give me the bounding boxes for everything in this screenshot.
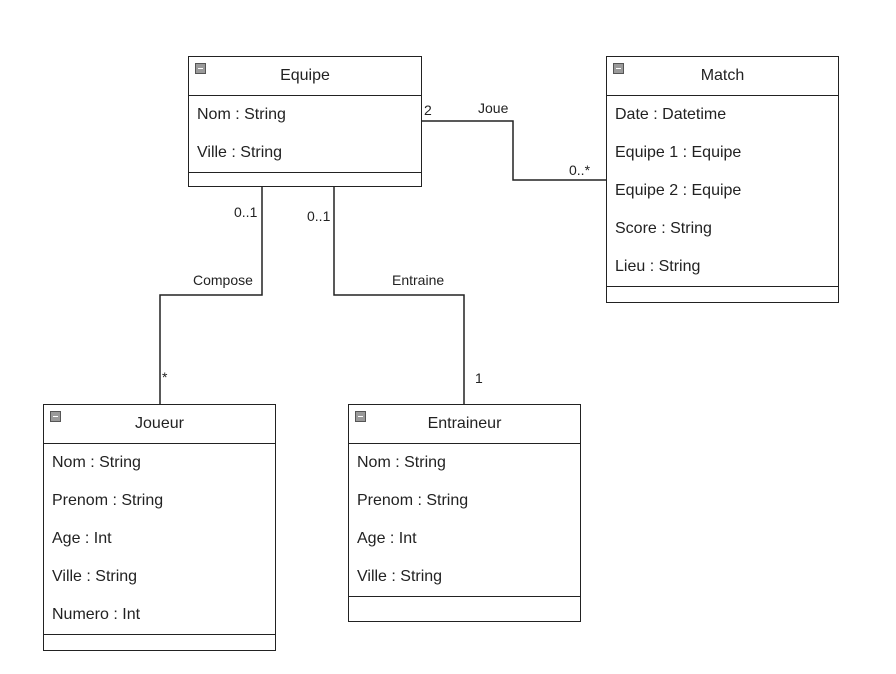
class-match[interactable]: Match Date : Datetime Equipe 1 : Equipe … <box>606 56 839 303</box>
association-joue-label: Joue <box>478 100 509 116</box>
association-entraine-label: Entraine <box>392 272 445 288</box>
class-entraineur-operations <box>349 597 580 609</box>
attribute: Ville : String <box>197 144 283 161</box>
class-match-attributes: Date : Datetime Equipe 1 : Equipe Equipe… <box>607 96 838 287</box>
attribute: Nom : String <box>197 106 286 123</box>
collapse-icon[interactable] <box>613 63 624 74</box>
association-compose-mult-source: 0..1 <box>234 204 258 220</box>
attribute: Equipe 2 : Equipe <box>615 182 742 199</box>
class-equipe-name: Equipe <box>280 67 330 84</box>
attribute: Nom : String <box>52 454 141 471</box>
class-match-operations <box>607 287 838 299</box>
attribute: Equipe 1 : Equipe <box>615 144 742 161</box>
class-joueur[interactable]: Joueur Nom : String Prenom : String Age … <box>43 404 276 651</box>
collapse-icon[interactable] <box>355 411 366 422</box>
attribute: Age : Int <box>52 530 112 547</box>
class-equipe-attributes: Nom : String Ville : String <box>189 96 421 173</box>
class-match-name: Match <box>700 67 745 84</box>
attribute: Numero : Int <box>52 606 141 623</box>
collapse-icon[interactable] <box>195 63 206 74</box>
association-entraine-line[interactable] <box>333 186 465 404</box>
class-entraineur-name: Entraineur <box>427 415 502 432</box>
attribute: Ville : String <box>52 568 138 585</box>
class-joueur-header: Joueur <box>44 405 275 444</box>
attribute: Lieu : String <box>615 258 701 275</box>
class-equipe-operations <box>189 173 421 185</box>
class-entraineur-header: Entraineur <box>349 405 580 444</box>
collapse-icon[interactable] <box>50 411 61 422</box>
association-compose-line[interactable] <box>159 186 263 404</box>
class-equipe-header: Equipe <box>189 57 421 96</box>
association-entraine-mult-source: 0..1 <box>307 208 331 224</box>
class-match-header: Match <box>607 57 838 96</box>
class-joueur-attributes: Nom : String Prenom : String Age : Int V… <box>44 444 275 635</box>
attribute: Ville : String <box>357 568 443 585</box>
class-entraineur[interactable]: Entraineur Nom : String Prenom : String … <box>348 404 581 622</box>
association-compose-mult-target: * <box>162 369 168 385</box>
attribute: Prenom : String <box>357 492 469 509</box>
association-compose-label: Compose <box>193 272 253 288</box>
association-entraine-mult-target: 1 <box>475 370 483 386</box>
attribute: Date : Datetime <box>615 106 727 123</box>
association-joue-mult-source: 2 <box>424 102 432 118</box>
class-entraineur-attributes: Nom : String Prenom : String Age : Int V… <box>349 444 580 597</box>
class-joueur-name: Joueur <box>135 415 184 432</box>
attribute: Age : Int <box>357 530 417 547</box>
attribute: Score : String <box>615 220 712 237</box>
class-equipe[interactable]: Equipe Nom : String Ville : String <box>188 56 422 187</box>
attribute: Nom : String <box>357 454 446 471</box>
association-joue-mult-target: 0..* <box>569 162 591 178</box>
attribute: Prenom : String <box>52 492 164 509</box>
association-joue-line[interactable] <box>421 120 606 181</box>
class-joueur-operations <box>44 635 275 647</box>
